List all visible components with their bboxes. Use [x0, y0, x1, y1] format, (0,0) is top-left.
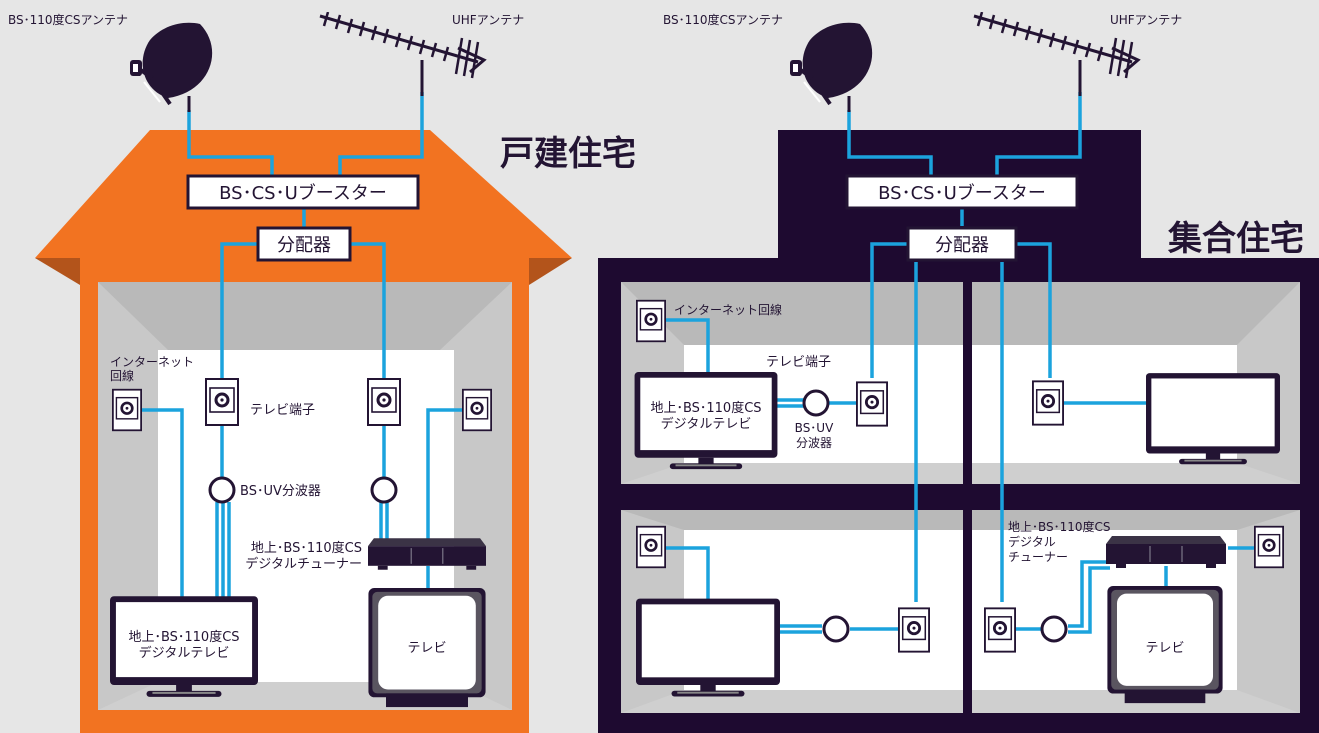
house-bs-dish-icon [130, 20, 215, 106]
house-booster-label: BS･CS･Uブースター [219, 182, 387, 204]
apartment-bsuv-label-2: 分波器 [796, 436, 832, 450]
apartment-bsuv-splitter-4-icon [1040, 615, 1068, 643]
house-tuner-label-1: 地上･BS･110度CS [251, 540, 362, 556]
apartment-digital-tv-label-1: 地上･BS･110度CS [650, 400, 761, 416]
apartment-outlet-bl-icon [636, 525, 666, 569]
apartment-crt-tv-label: テレビ [1145, 641, 1184, 656]
apartment-flat-tv-3-icon [636, 598, 780, 697]
house-title: 戸建住宅 [500, 134, 636, 174]
apartment-tv-terminal-4-icon [984, 606, 1016, 654]
apartment-flat-tv-2-icon [1146, 373, 1280, 465]
apartment-tuner-icon [1106, 536, 1226, 568]
apartment-tv-terminal-label: テレビ端子 [766, 355, 831, 370]
house-cables [139, 92, 479, 598]
house-outlet-right-icon [462, 388, 492, 432]
apartment-splitter-label: 分配器 [935, 235, 989, 256]
house-tuner-label-2: デジタルチューナー [245, 556, 362, 572]
house-splitter-label: 分配器 [277, 235, 331, 256]
apartment-tv-terminal-2-icon [1032, 379, 1064, 427]
apartment-tv-terminal-3-icon [898, 606, 930, 654]
apartment-tuner-label-2: デジタル [1008, 534, 1056, 549]
house-tv-terminal-1-icon [205, 378, 239, 426]
apartment-bsuv-splitter-3-icon [822, 615, 850, 643]
apartment-booster-label: BS･CS･Uブースター [878, 182, 1046, 204]
house-bsuv-splitter-1-icon [208, 476, 236, 504]
apartment-splitter: 分配器 [906, 226, 1018, 262]
house-bsuv-splitter-2-icon [370, 476, 398, 504]
apartment-tv-terminal-1-icon [856, 380, 888, 428]
house-roof-shade-left [35, 258, 80, 285]
house-tv-terminal-label: テレビ端子 [250, 403, 315, 418]
house-roof-shade-right [529, 258, 572, 285]
house-digital-tv-label-1: 地上･BS･110度CS [128, 629, 239, 645]
apartment-digital-tv-label-2: デジタルテレビ [661, 416, 752, 432]
apartment-outlet-br-icon [1254, 525, 1284, 569]
house-section: BS･110度CSアンテナ UHFアンテナ BS･CS･Uブースター 分配器 戸… [8, 12, 636, 733]
house-internet-outlet-icon [112, 388, 142, 432]
house-booster: BS･CS･Uブースター [186, 174, 420, 210]
house-digital-tv-label-2: デジタルテレビ [139, 645, 230, 661]
apartment-tuner-label-3: チューナー [1008, 550, 1068, 564]
apartment-booster: BS･CS･Uブースター [845, 174, 1079, 210]
apartment-bsuv-splitter-1-icon [802, 389, 830, 417]
apartment-uhf-antenna-label: UHFアンテナ [1110, 13, 1182, 27]
apartment-internet-outlet-icon [636, 299, 666, 343]
apartment-title: 集合住宅 [1167, 219, 1304, 259]
house-internet-label-1: インターネット [110, 355, 194, 369]
house-tv-terminal-2-icon [367, 378, 401, 426]
house-bs-antenna-label: BS･110度CSアンテナ [8, 12, 128, 27]
apartment-bs-dish-icon [790, 20, 875, 106]
apartment-bsuv-label-1: BS･UV [795, 421, 834, 435]
apartment-internet-label: インターネット回線 [674, 302, 782, 317]
house-room-ceiling [98, 282, 512, 350]
house-splitter: 分配器 [256, 226, 352, 262]
house-crt-tv-label: テレビ [407, 641, 446, 656]
apartment-bs-antenna-label: BS･110度CSアンテナ [663, 12, 783, 27]
house-internet-label-2: 回線 [110, 368, 134, 383]
house-uhf-antenna-label: UHFアンテナ [452, 13, 524, 27]
apartment-section: BS･110度CSアンテナ UHFアンテナ BS･CS･Uブースター 分配器 集… [598, 12, 1319, 733]
house-tuner-icon [368, 538, 486, 570]
apartment-tuner-label-1: 地上･BS･110度CS [1008, 519, 1111, 534]
house-bsuv-splitter-label: BS･UV分波器 [240, 484, 321, 499]
